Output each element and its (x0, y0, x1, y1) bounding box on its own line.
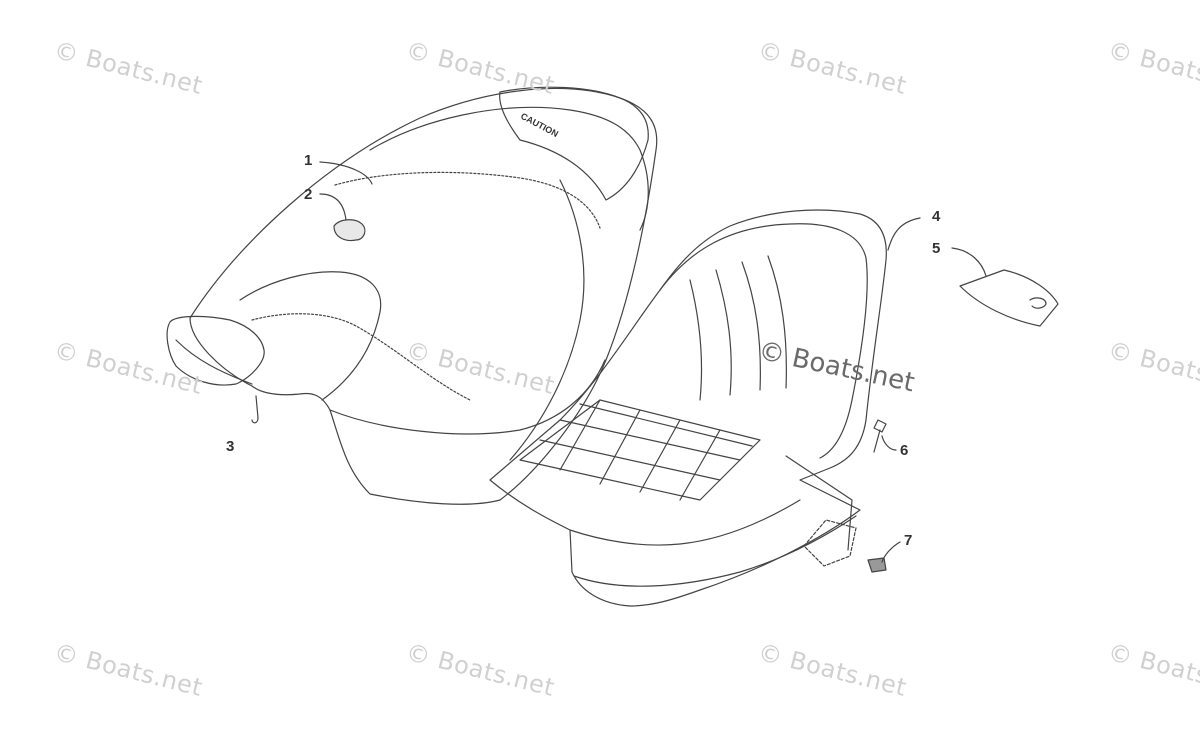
base-rib-1 (689, 279, 703, 401)
leader-5 (951, 247, 987, 277)
seat-tip (166, 315, 265, 386)
callout-6: 6 (900, 442, 909, 459)
seat-seam-top (369, 106, 649, 231)
bolt-part-6 (873, 419, 887, 433)
base-front-face (569, 499, 801, 546)
base-grid-2 (539, 439, 721, 481)
clip-part-3 (251, 395, 259, 424)
leader-7 (881, 541, 901, 563)
bracket-part-7 (803, 519, 857, 567)
callout-3: 3 (226, 438, 235, 455)
callout-5: 5 (932, 240, 941, 257)
callout-1: 1 (304, 152, 313, 169)
base-backrest (659, 223, 868, 459)
base-outline (489, 209, 887, 607)
callout-2: 2 (304, 186, 313, 203)
pad-part-5 (959, 269, 1059, 327)
seat-inner-curve (509, 179, 585, 461)
base-rib-3 (741, 261, 761, 391)
base-grid-5 (559, 399, 601, 471)
seat-outline (189, 87, 658, 505)
base-grid-1 (519, 399, 761, 501)
callout-7: 7 (904, 532, 913, 549)
leader-1 (319, 161, 373, 185)
seat-rear-panel (499, 86, 649, 201)
base-grid-4 (579, 403, 753, 447)
base-grid-3 (559, 419, 741, 461)
caution-label: CAUTION (519, 111, 560, 139)
leader-7b (785, 455, 853, 551)
base-rib-2 (715, 269, 732, 396)
base-grid-8 (679, 429, 721, 501)
patch-part-2 (333, 219, 366, 242)
leader-6 (881, 435, 897, 451)
latch-part-7 (867, 557, 887, 573)
seat-seam-side (251, 313, 471, 401)
base-grid-7 (639, 419, 681, 493)
callout-4: 4 (932, 208, 941, 225)
base-rib-4 (767, 255, 787, 389)
leader-2 (319, 193, 347, 221)
seat-step (239, 271, 382, 401)
base-grid-6 (599, 409, 641, 485)
base-lower-lip (573, 515, 857, 587)
leader-4 (887, 217, 921, 251)
